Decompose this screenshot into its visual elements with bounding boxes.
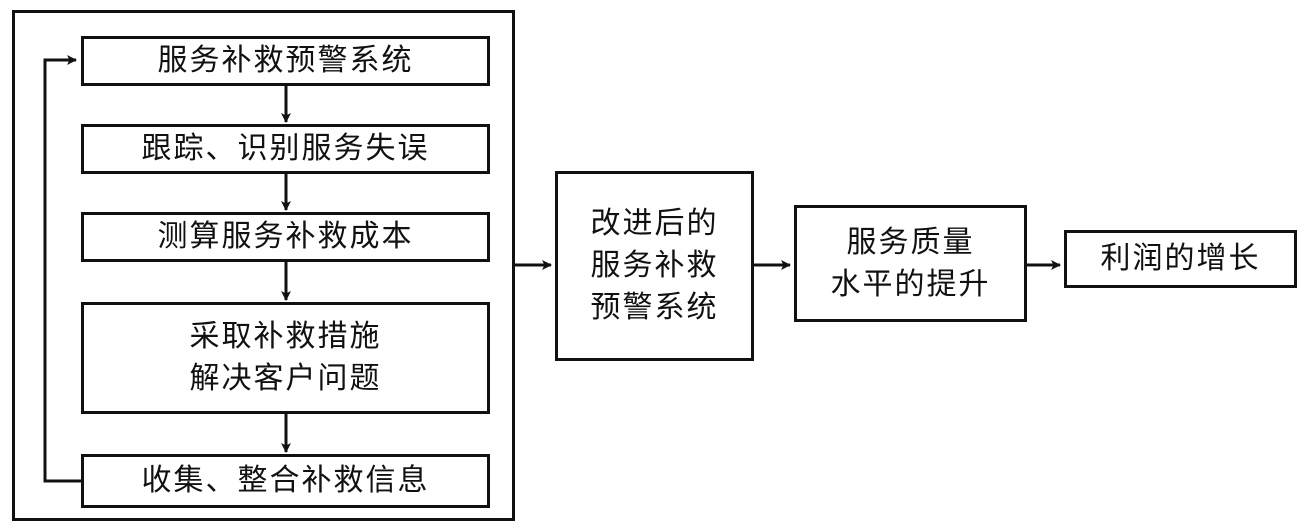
step-warning-system: 服务补救预警系统: [81, 36, 490, 86]
improved-warning-system: 改进后的 服务补救 预警系统: [555, 171, 754, 361]
step-warning-system-label: 服务补救预警系统: [157, 43, 414, 78]
profit-growth: 利润的增长: [1064, 230, 1297, 288]
profit-growth-label: 利润的增长: [1100, 241, 1261, 276]
improved-warning-system-line2: 服务补救: [590, 248, 719, 283]
step-collect-info-label: 收集、整合补救信息: [141, 463, 430, 498]
step-track-failures-label: 跟踪、识别服务失误: [141, 131, 430, 166]
quality-improvement-line2: 水平的提升: [830, 266, 991, 302]
improved-warning-system-line3: 预警系统: [590, 290, 719, 325]
quality-improvement: 服务质量 水平的提升: [794, 205, 1027, 322]
step-take-measures: 采取补救措施 解决客户问题: [81, 302, 490, 414]
quality-improvement-line1: 服务质量: [846, 224, 975, 260]
recovery-process-frame: [12, 10, 515, 521]
step-take-measures-line2: 解决客户问题: [189, 361, 382, 396]
step-track-failures: 跟踪、识别服务失误: [81, 124, 490, 174]
step-collect-info: 收集、整合补救信息: [81, 454, 490, 508]
improved-warning-system-line1: 改进后的: [590, 206, 719, 241]
step-measure-cost: 测算服务补救成本: [81, 212, 490, 262]
step-take-measures-line1: 采取补救措施: [189, 319, 382, 354]
feedback-loop-arrow: [43, 55, 81, 483]
step-measure-cost-label: 测算服务补救成本: [157, 219, 414, 254]
